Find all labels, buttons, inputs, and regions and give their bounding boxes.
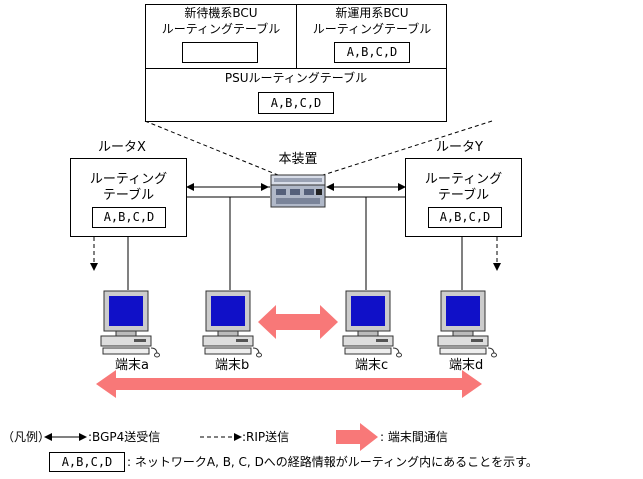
- terminal-a-label: 端末a: [115, 358, 149, 373]
- router-y-entries: A,B,C,D: [428, 207, 502, 228]
- router-y-table-subtitle: テーブル: [437, 188, 490, 203]
- active-bcu-subtitle: ルーティングテーブル: [312, 22, 432, 36]
- legend-bgp4-label: :BGP4送受信: [88, 430, 161, 444]
- router-x-table-title: ルーティング: [89, 172, 168, 187]
- psu-entries: A,B,C,D: [258, 92, 334, 114]
- router-x-entries: A,B,C,D: [92, 207, 166, 228]
- terminal-b-pc-icon: [202, 290, 262, 358]
- active-bcu-title: 新運用系BCU: [335, 6, 409, 20]
- router-y-label: ルータY: [436, 140, 483, 155]
- legend-comm-label: : 端末間通信: [380, 430, 448, 444]
- legend-comm-symbol: [336, 423, 378, 451]
- standby-bcu-subtitle: ルーティングテーブル: [161, 22, 281, 36]
- active-bcu-entries: A,B,C,D: [334, 42, 410, 63]
- router-y-table-title: ルーティング: [424, 172, 503, 187]
- legend-table-sample: A,B,C,D: [49, 452, 125, 472]
- network-device-icon: [270, 174, 326, 208]
- dashed-link-left: [144, 120, 279, 176]
- terminal-b-label: 端末b: [215, 358, 250, 373]
- comm-arrow-a-d: [96, 370, 482, 398]
- bcu-divider-vertical: [296, 4, 297, 68]
- terminal-c-pc-icon: [342, 290, 402, 358]
- router-x-label: ルータX: [98, 140, 146, 155]
- psu-title: PSUルーティングテーブル: [224, 71, 368, 85]
- dashed-link-right: [322, 120, 493, 176]
- legend-prefix: （凡例）: [2, 430, 51, 444]
- psu-divider-horizontal: [145, 68, 447, 69]
- terminal-d-pc-icon: [437, 290, 497, 358]
- standby-bcu-entries: [182, 42, 258, 63]
- router-x-table-subtitle: テーブル: [102, 188, 155, 203]
- terminal-c-label: 端末c: [355, 358, 389, 373]
- terminal-d-label: 端末d: [449, 358, 484, 373]
- legend-table-description: : ネットワークA, B, C, Dへの経路情報がルーティング内にあることを示す…: [127, 455, 538, 469]
- legend-rip-label: :RIP送信: [242, 430, 290, 444]
- standby-bcu-title: 新待機系BCU: [184, 6, 258, 20]
- comm-arrow-b-c: [258, 305, 338, 339]
- terminal-a-pc-icon: [100, 290, 160, 358]
- device-label: 本装置: [278, 152, 318, 167]
